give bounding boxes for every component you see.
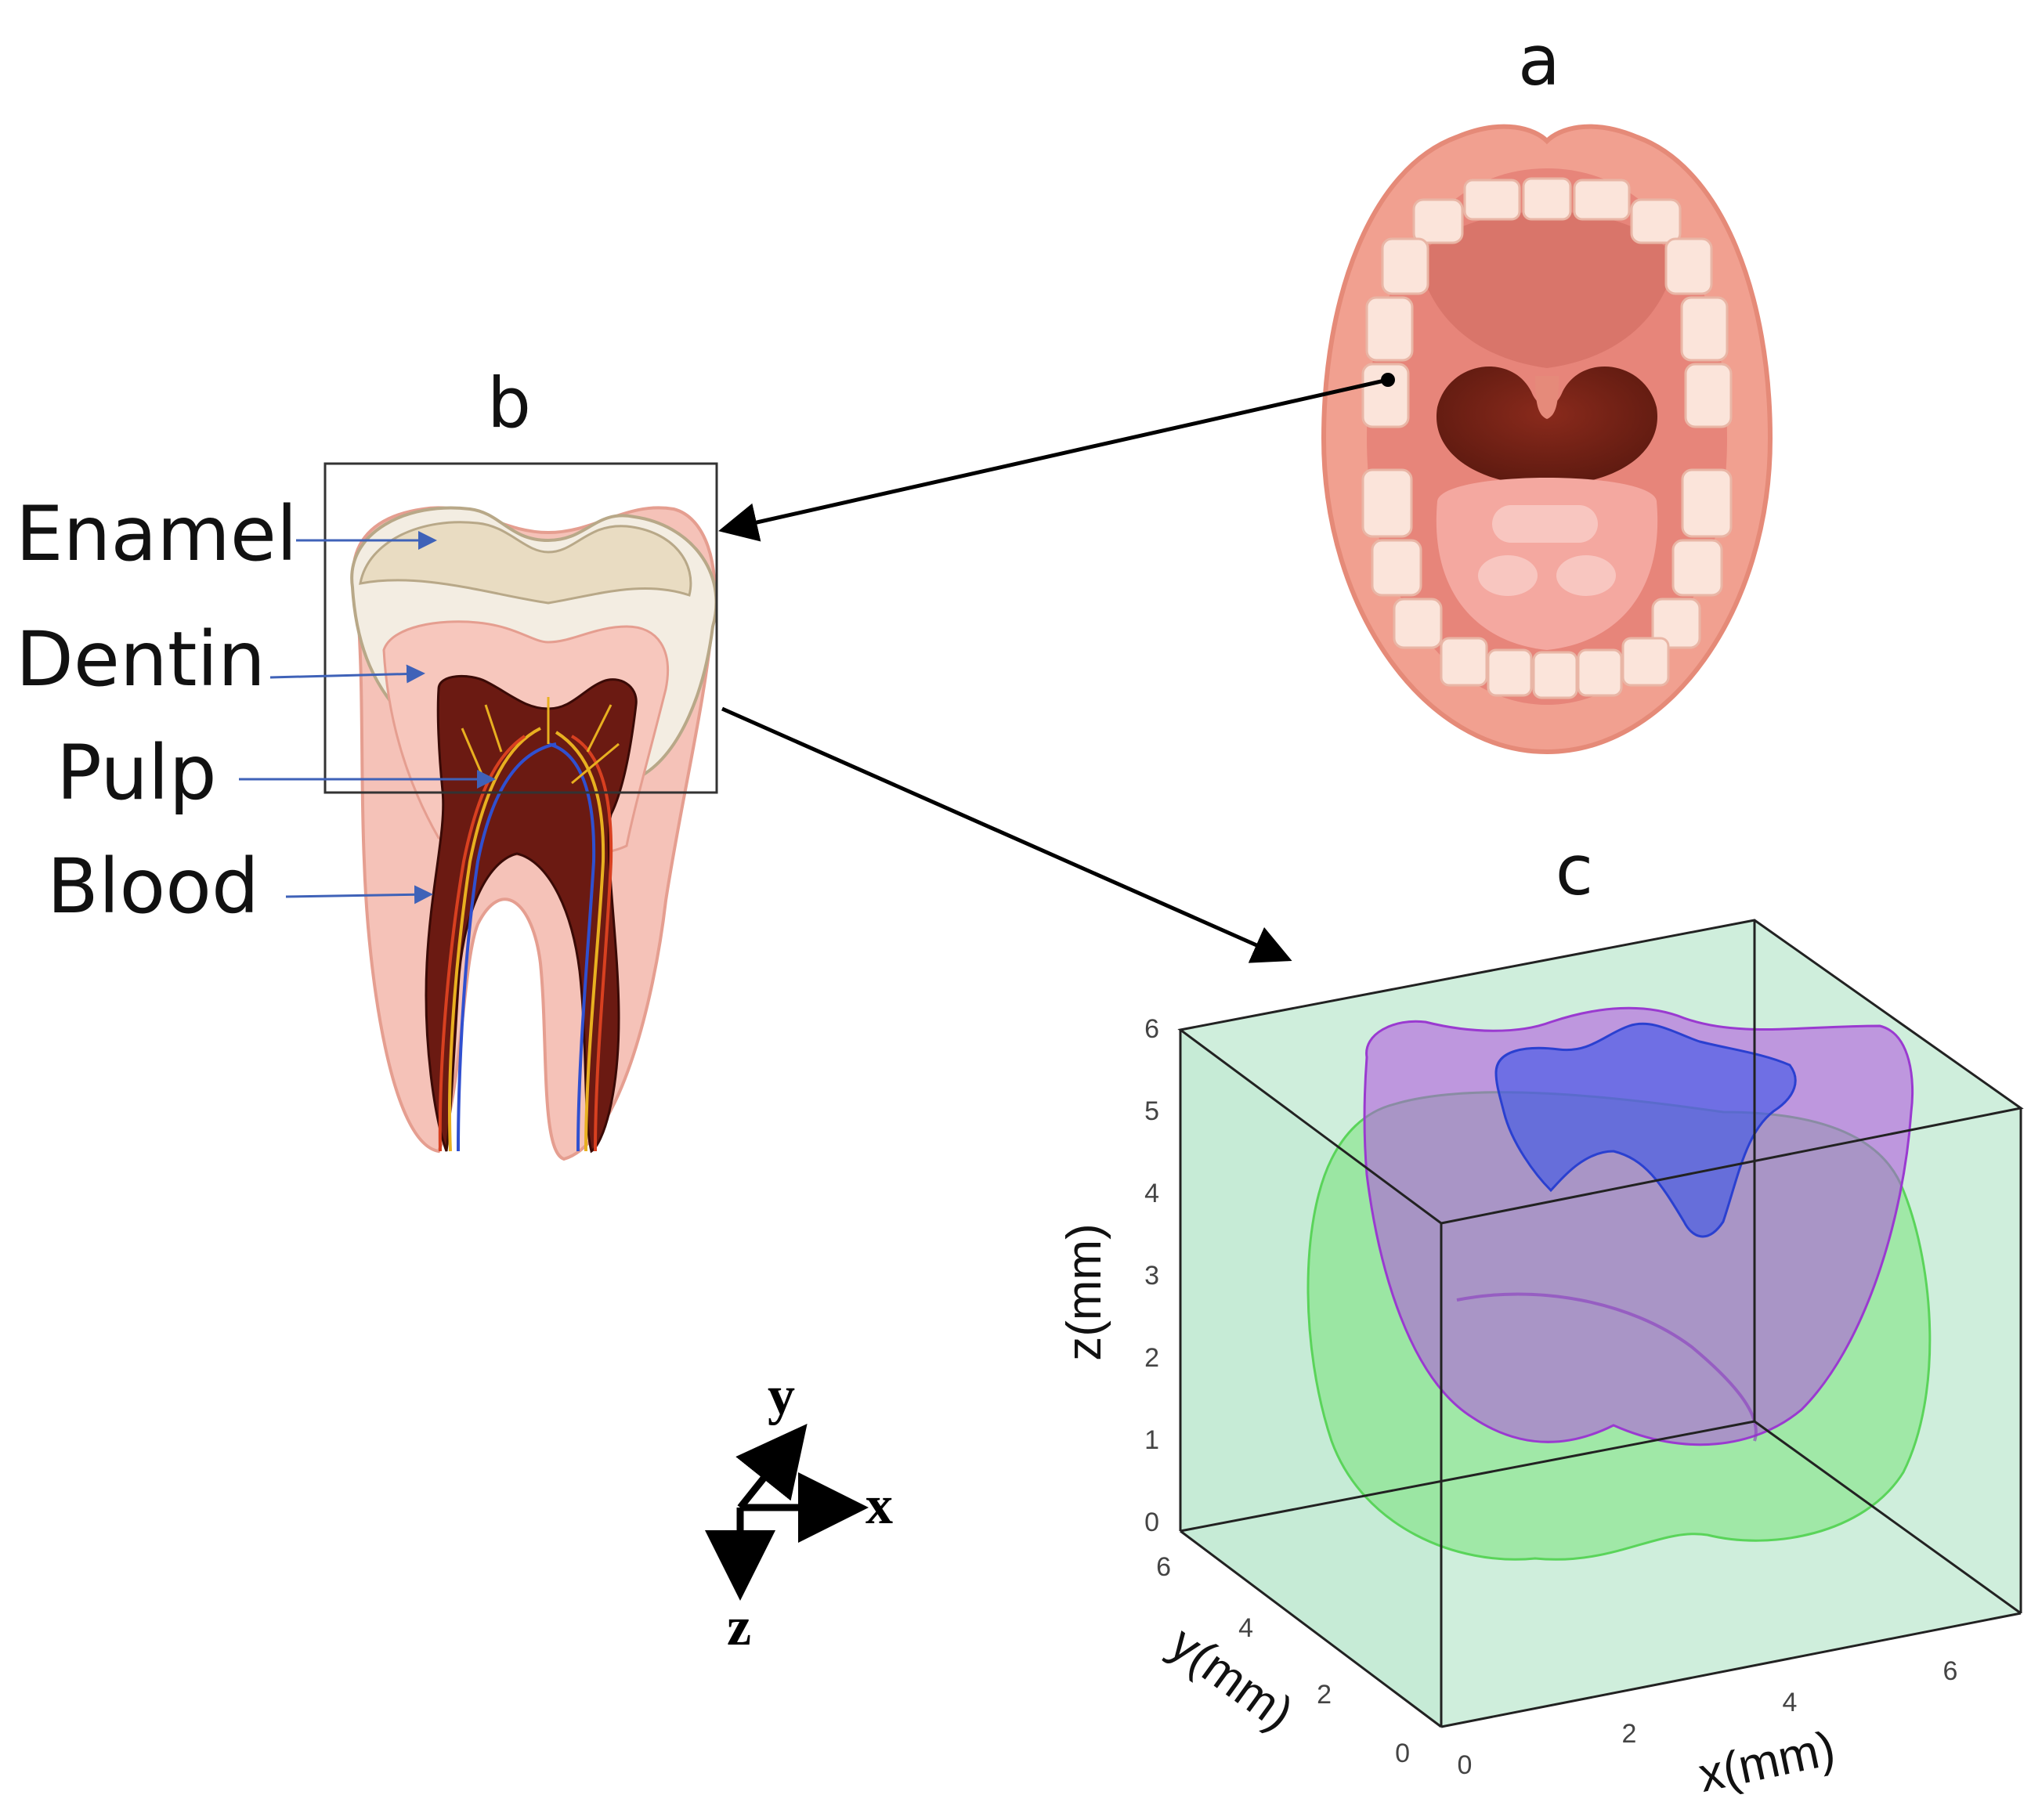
compass-z-label: z bbox=[727, 1597, 751, 1657]
blood-vessels bbox=[438, 697, 620, 1152]
z-tick: 4 bbox=[1144, 1179, 1159, 1208]
tongue-highlight bbox=[1478, 555, 1538, 596]
palate bbox=[1418, 211, 1676, 368]
x-axis-label: x(mm) bbox=[1694, 1721, 1840, 1803]
z-axis-ticks: 0 1 2 3 4 5 6 bbox=[1144, 1014, 1159, 1537]
y-axis-ticks: 0 2 4 6 bbox=[1156, 1552, 1410, 1768]
z-tick: 0 bbox=[1144, 1508, 1159, 1537]
z-tick: 3 bbox=[1144, 1261, 1159, 1291]
tongue bbox=[1436, 478, 1658, 650]
upper-teeth bbox=[1361, 177, 1733, 428]
z-tick: 2 bbox=[1144, 1343, 1159, 1373]
panel-a-mouth: a bbox=[1321, 20, 1773, 755]
x-axis-ticks: 0 2 4 6 bbox=[1458, 1656, 1958, 1780]
label-enamel: Enamel bbox=[16, 490, 298, 578]
pulp-chamber bbox=[425, 674, 638, 1154]
panel-label-b: b bbox=[487, 363, 531, 443]
arrow-mouth-to-tooth bbox=[718, 377, 1389, 542]
y-axis-label: y(mm) bbox=[1160, 1616, 1303, 1741]
y-tick: 2 bbox=[1317, 1680, 1332, 1710]
label-pulp: Pulp bbox=[56, 729, 217, 817]
compass-y-label: y bbox=[768, 1366, 795, 1426]
z-tick: 6 bbox=[1144, 1014, 1159, 1044]
lower-teeth bbox=[1361, 468, 1733, 699]
panel-c-3d-model: c 0 1 2 3 bbox=[1057, 830, 2024, 1803]
panel-b-tooth: b Enamel Dentin Pulp Blood bbox=[16, 363, 718, 1161]
compass-x-label: x bbox=[866, 1475, 893, 1536]
box-edges bbox=[1177, 919, 2024, 1728]
zoom-box bbox=[323, 462, 718, 794]
middle-layer-fold bbox=[1456, 1292, 1758, 1442]
y-tick: 0 bbox=[1395, 1739, 1410, 1768]
label-blood: Blood bbox=[47, 843, 259, 930]
panel-label-c: c bbox=[1556, 830, 1593, 911]
x-tick: 2 bbox=[1622, 1719, 1637, 1749]
crown-top bbox=[359, 521, 692, 605]
z-axis-label: z(mm) bbox=[1057, 1223, 1111, 1361]
tongue-highlight bbox=[1492, 505, 1598, 543]
y-tick: 4 bbox=[1238, 1613, 1253, 1643]
x-tick: 6 bbox=[1943, 1656, 1958, 1686]
throat bbox=[1436, 366, 1658, 486]
pointer-blood bbox=[285, 885, 433, 905]
arrow-tooth-to-plot bbox=[721, 706, 1292, 963]
inner-layer-blue bbox=[1494, 1022, 1797, 1238]
label-dentin: Dentin bbox=[16, 616, 266, 703]
compass-y-arrow bbox=[735, 1423, 808, 1510]
z-tick: 5 bbox=[1144, 1096, 1159, 1126]
x-tick: 4 bbox=[1783, 1688, 1798, 1717]
panel-label-a: a bbox=[1518, 20, 1560, 101]
middle-layer-purple bbox=[1363, 1006, 1914, 1446]
y-tick: 6 bbox=[1156, 1552, 1171, 1582]
tongue-highlight bbox=[1556, 555, 1616, 596]
uvula bbox=[1535, 376, 1559, 419]
pointer-dentin bbox=[269, 664, 425, 684]
x-tick: 0 bbox=[1458, 1750, 1473, 1780]
axes-compass: x y z bbox=[705, 1366, 893, 1657]
z-tick: 1 bbox=[1144, 1425, 1159, 1455]
